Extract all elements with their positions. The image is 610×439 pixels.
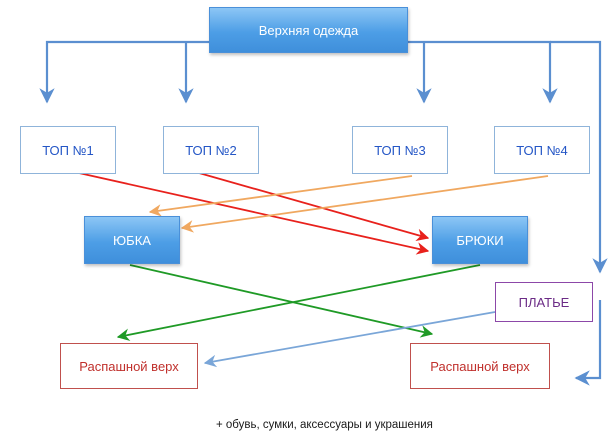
node-outerwear: Верхняя одежда — [209, 7, 408, 53]
orange-arrows — [148, 175, 549, 233]
arrow-top4-to-skirt — [180, 175, 549, 233]
bracket-left — [39, 40, 209, 104]
node-wrap-top-left: Распашной верх — [60, 343, 198, 389]
node-dress: ПЛАТЬЕ — [495, 282, 593, 322]
node-top-4: ТОП №4 — [494, 126, 590, 174]
arrow-top2-to-pants — [191, 170, 430, 241]
arrow-skirt-to-wrap-right — [129, 264, 434, 338]
bracket-right — [408, 40, 558, 104]
green-arrows — [116, 264, 481, 341]
node-top-3: ТОП №3 — [352, 126, 448, 174]
node-pants: БРЮКИ — [432, 216, 528, 264]
arrow-top3-to-skirt — [148, 175, 413, 217]
blue-connectors — [39, 40, 608, 386]
footnote: + обувь, сумки, аксессуары и украшения — [216, 419, 433, 431]
node-top-1: ТОП №1 — [20, 126, 116, 174]
node-wrap-top-right: Распашной верх — [410, 343, 550, 389]
bracket-dress — [550, 40, 608, 274]
arrow-dress-to-wrap-left — [203, 311, 496, 368]
red-arrows — [69, 170, 430, 255]
bracket-bottom-right — [574, 300, 602, 386]
node-skirt: ЮБКА — [84, 216, 180, 264]
node-top-2: ТОП №2 — [163, 126, 259, 174]
arrow-pants-to-wrap-left — [116, 264, 481, 341]
arrow-top1-to-pants — [69, 170, 430, 255]
